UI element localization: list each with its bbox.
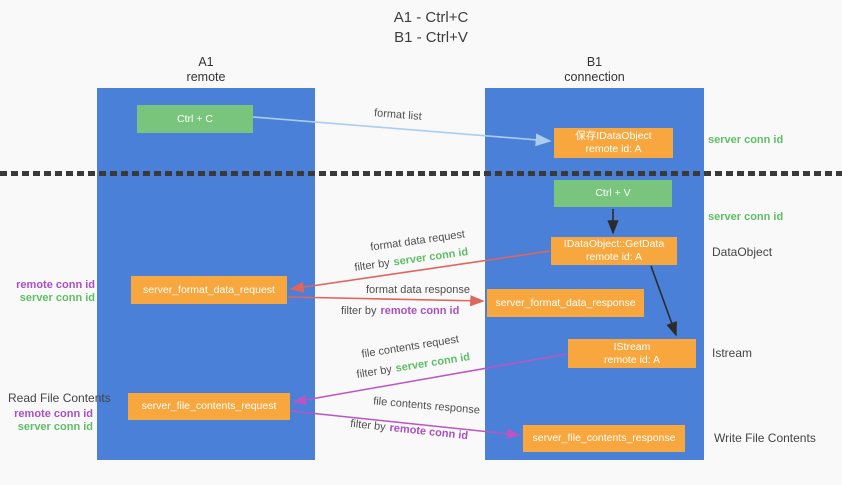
istream-line2: remote id: A bbox=[603, 353, 661, 366]
node-ctrl-v: Ctrl + V bbox=[554, 180, 672, 207]
label-server-conn-id-bottom-left: server conn id bbox=[17, 420, 93, 433]
label-dataobject: DataObject bbox=[712, 245, 773, 259]
label-server-conn-id-top-right: server conn id bbox=[708, 134, 784, 146]
getdata-line2: remote id: A bbox=[585, 251, 643, 263]
file-response-label: server_file_contents_response bbox=[532, 432, 676, 444]
lane-b1-role: connection bbox=[564, 70, 625, 84]
label-remote-conn-id-mid-left: remote conn id bbox=[16, 279, 95, 291]
lane-b1-name: B1 bbox=[586, 55, 603, 69]
arrow-format-data-response bbox=[287, 295, 485, 307]
lane-header-b1: B1 connection bbox=[485, 55, 704, 85]
label-server-conn-id-mid-left: server conn id bbox=[19, 291, 95, 304]
node-ctrl-c: Ctrl + C bbox=[137, 105, 253, 133]
ctrl-v-label: Ctrl + V bbox=[595, 187, 631, 199]
label-istream: Istream bbox=[712, 346, 753, 360]
save-idataobject-line1: 保存IDataObject bbox=[575, 130, 652, 142]
label-conn-ids-mid-left: remote conn id server conn id bbox=[0, 279, 95, 304]
label-file-contents-response: file contents response bbox=[372, 395, 481, 417]
file-request-label: server_file_contents_request bbox=[141, 400, 277, 412]
diagram-title: A1 - Ctrl+C B1 - Ctrl+V bbox=[300, 8, 562, 48]
format-response-label: server_format_data_response bbox=[495, 296, 636, 309]
node-save-idataobject: 保存IDataObject remote id: A bbox=[554, 128, 673, 158]
node-server-format-data-request: server_format_data_request bbox=[131, 276, 287, 304]
save-idataobject-line2: remote id: A bbox=[585, 143, 642, 155]
node-server-file-contents-request: server_file_contents_request bbox=[128, 393, 290, 420]
label-conn-ids-bottom-left: remote conn id server conn id bbox=[0, 408, 93, 433]
label-remote-conn-id-bottom-left: remote conn id bbox=[14, 408, 93, 420]
label-read-file-contents: Read File Contents bbox=[8, 391, 111, 405]
label-format-data-response: format data response bbox=[366, 284, 470, 296]
istream-line1: IStream bbox=[613, 340, 651, 353]
format-request-label: server_format_data_request bbox=[143, 283, 275, 296]
node-server-file-contents-response: server_file_contents_response bbox=[523, 425, 685, 452]
label-server-conn-id-mid-right: server conn id bbox=[708, 211, 784, 223]
node-server-format-data-response: server_format_data_response bbox=[487, 289, 644, 317]
title-line-a1: A1 - Ctrl+C bbox=[393, 9, 469, 26]
label-write-file-contents: Write File Contents bbox=[714, 431, 816, 445]
lane-header-a1: A1 remote bbox=[97, 55, 315, 85]
getdata-line1: IDataObject::GetData bbox=[563, 238, 665, 250]
session-divider-dotted-line bbox=[0, 171, 842, 176]
node-istream: IStream remote id: A bbox=[568, 339, 696, 368]
lane-a1-name: A1 bbox=[198, 55, 214, 69]
lane-a1-role: remote bbox=[186, 70, 226, 84]
label-format-list: format list bbox=[373, 107, 423, 123]
title-line-b1: B1 - Ctrl+V bbox=[394, 29, 468, 46]
node-idataobject-getdata: IDataObject::GetData remote id: A bbox=[551, 237, 677, 265]
ctrl-c-label: Ctrl + C bbox=[177, 112, 213, 125]
